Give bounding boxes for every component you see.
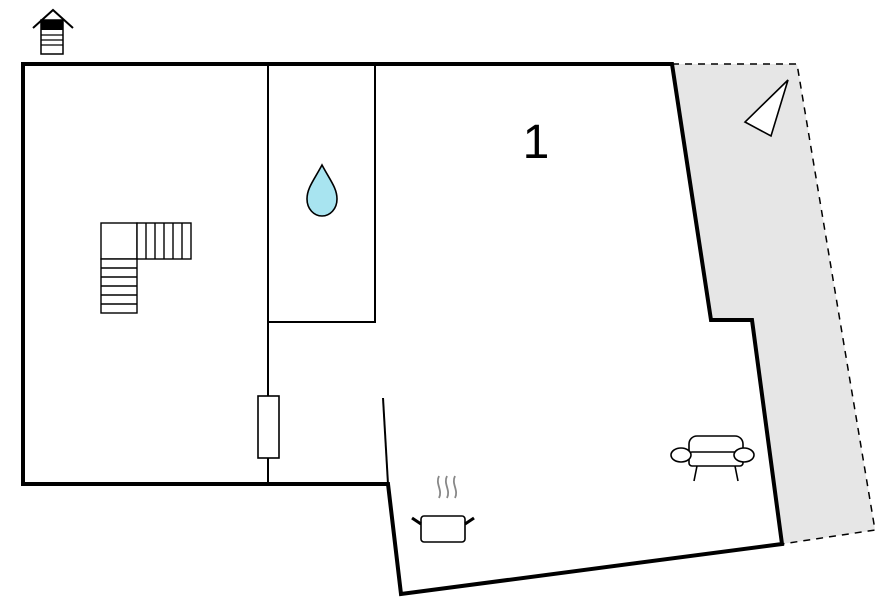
outer-walls	[21, 62, 785, 597]
radiator-icon	[257, 395, 280, 459]
terrace-area	[672, 63, 876, 545]
interior-walls	[267, 64, 389, 485]
floor-level-house-icon	[32, 8, 74, 55]
sofa-icon	[670, 435, 755, 482]
north-arrow-icon	[743, 79, 789, 138]
cooking-pot-icon	[411, 475, 475, 543]
water-drop-icon	[306, 163, 338, 217]
staircase-icon	[100, 222, 192, 314]
room-number-label: 1	[523, 116, 550, 169]
